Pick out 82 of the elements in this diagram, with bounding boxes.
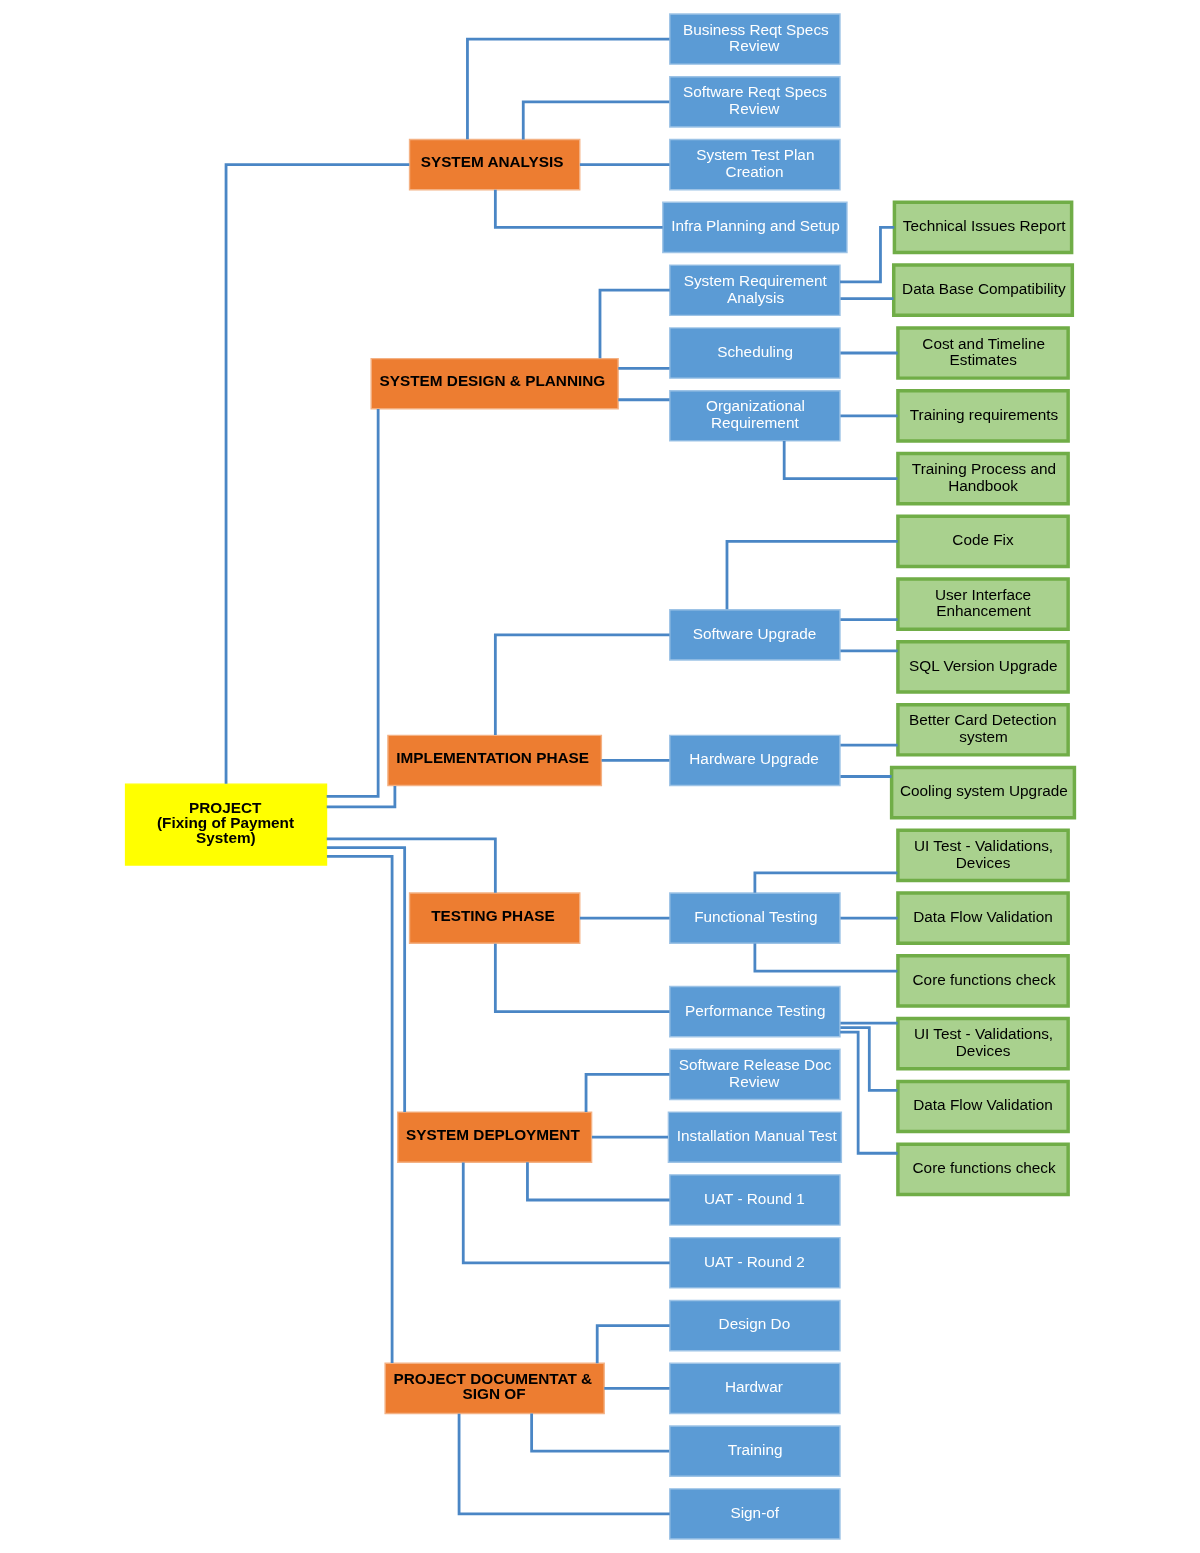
- connector: [840, 1030, 898, 1155]
- node-box: Hardware Upgrade: [669, 734, 841, 787]
- node-box: System Requirement Analysis: [669, 264, 841, 317]
- connector: [521, 100, 670, 140]
- connector: [326, 408, 380, 798]
- node-box: Technical Issues Report: [892, 200, 1074, 255]
- node-box: Hardwar: [669, 1362, 841, 1415]
- connector: [461, 1162, 670, 1265]
- node-box: Software Upgrade: [669, 609, 841, 661]
- connector: [840, 743, 898, 747]
- connector: [618, 398, 670, 402]
- connector: [584, 1073, 670, 1113]
- connector: [595, 1324, 670, 1364]
- connector: [782, 440, 898, 480]
- connector: [493, 943, 670, 1013]
- node-box: PROJECT (Fixing of Payment System): [124, 783, 328, 866]
- connector: [840, 618, 898, 621]
- connector: [840, 1021, 898, 1025]
- connector: [840, 297, 894, 300]
- connector: [579, 163, 670, 167]
- node-box: Scheduling: [669, 327, 841, 379]
- node-box: Training Process and Handbook: [896, 451, 1070, 506]
- connector: [526, 1162, 670, 1202]
- connector: [840, 1026, 898, 1092]
- connector: [840, 916, 898, 920]
- connector: [493, 633, 670, 736]
- node-box: Training requirements: [896, 388, 1070, 443]
- node-box: Software Reqt Specs Review: [669, 76, 841, 128]
- node-box: Installation Manual Test: [667, 1111, 843, 1163]
- connector: [840, 351, 898, 355]
- connector: [840, 649, 898, 653]
- node-box: SYSTEM DESIGN & PLANNING: [370, 357, 619, 410]
- connector: [725, 540, 898, 610]
- connector: [530, 1413, 670, 1453]
- node-box: SYSTEM DEPLOYMENT: [396, 1111, 593, 1163]
- connector: [598, 288, 670, 359]
- node-box: Organizational Requirement: [669, 390, 841, 442]
- node-box: PROJECT DOCUMENTAT & SIGN OF: [384, 1362, 605, 1415]
- node-box: SQL Version Upgrade: [896, 640, 1070, 694]
- connector: [579, 916, 670, 920]
- node-box: UI Test - Validations, Devices: [896, 828, 1070, 883]
- node-box: Code Fix: [896, 514, 1070, 569]
- node-box: Core functions check: [896, 954, 1070, 1008]
- node-box: UAT - Round 2: [669, 1236, 841, 1289]
- connector: [753, 943, 898, 973]
- node-box: SYSTEM ANALYSIS: [408, 138, 581, 191]
- node-box: TESTING PHASE: [408, 892, 581, 944]
- connector: [840, 775, 892, 778]
- node-box: Design Do: [669, 1299, 841, 1352]
- node-box: Data Flow Validation: [896, 1079, 1070, 1134]
- node-box: Sign-of: [669, 1488, 841, 1540]
- node-box: System Test Plan Creation: [669, 138, 841, 191]
- node-box: Performance Testing: [669, 985, 841, 1038]
- connector: [618, 366, 670, 370]
- connector: [601, 759, 670, 762]
- node-box: Data Base Compatibility: [891, 263, 1075, 318]
- connector: [840, 414, 898, 418]
- connector: [326, 785, 397, 809]
- node-box: Cost and Timeline Estimates: [896, 326, 1070, 380]
- node-box: UAT - Round 1: [669, 1174, 841, 1226]
- connector: [224, 163, 410, 784]
- node-box: Cooling system Upgrade: [889, 765, 1077, 820]
- node-box: Business Reqt Specs Review: [669, 13, 841, 65]
- node-box: Core functions check: [896, 1142, 1070, 1197]
- node-box: Training: [669, 1425, 841, 1477]
- connector: [326, 855, 394, 1364]
- connector: [466, 37, 670, 140]
- node-box: UI Test - Validations, Devices: [896, 1016, 1070, 1071]
- connector: [457, 1413, 670, 1516]
- node-box: Data Flow Validation: [896, 891, 1070, 945]
- node-box: User Interface Enhancement: [896, 577, 1070, 632]
- connector: [591, 1135, 668, 1139]
- connector: [326, 837, 497, 893]
- connector: [604, 1386, 670, 1390]
- node-box: Infra Planning and Setup: [662, 201, 848, 254]
- connector: [840, 226, 895, 284]
- node-box: Software Release Doc Review: [669, 1048, 841, 1101]
- node-box: Better Card Detection system: [896, 702, 1070, 757]
- connector: [493, 189, 663, 229]
- connector: [326, 846, 407, 1112]
- node-box: IMPLEMENTATION PHASE: [387, 734, 603, 787]
- node-box: Functional Testing: [669, 892, 841, 944]
